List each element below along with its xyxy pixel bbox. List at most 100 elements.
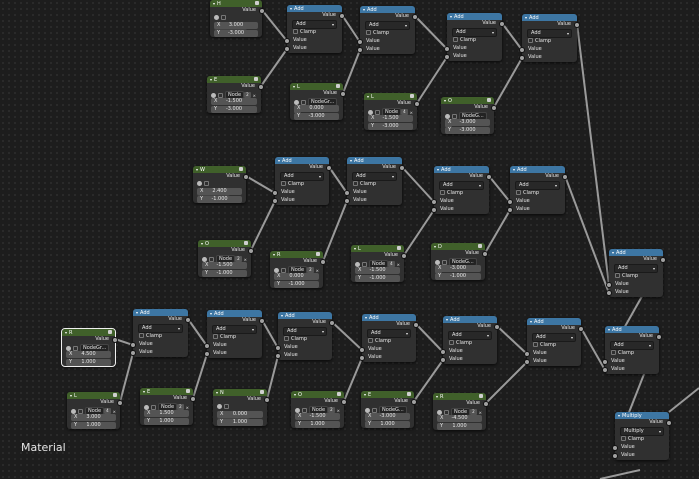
- node-group-selector[interactable]: NodeG...2⨯: [365, 406, 410, 421]
- node-group-selector[interactable]: NodeGr...4⨯: [294, 98, 339, 113]
- node-group-selector[interactable]: NodeGro...⨯: [214, 15, 258, 30]
- output-socket[interactable]: [660, 257, 666, 263]
- operation-dropdown[interactable]: Add▾: [532, 333, 576, 342]
- link-m3-m4[interactable]: [501, 22, 523, 51]
- unlink-icon[interactable]: ⨯: [315, 267, 319, 273]
- operation-dropdown[interactable]: Add▾: [352, 172, 397, 181]
- clamp-row[interactable]: Clamp: [347, 181, 402, 189]
- fake-user-checkbox[interactable]: [151, 404, 156, 410]
- collapse-arrow-icon[interactable]: ▾: [444, 98, 447, 103]
- output-socket[interactable]: [341, 399, 347, 405]
- node-header[interactable]: ▾L: [67, 392, 120, 399]
- collapse-arrow-icon[interactable]: ▾: [450, 14, 453, 19]
- operation-dropdown[interactable]: Add▾: [283, 327, 327, 336]
- link-m1-m2[interactable]: [341, 14, 361, 43]
- output-socket[interactable]: [482, 251, 488, 257]
- input-socket[interactable]: [357, 47, 363, 53]
- field-x[interactable]: X-3.000: [445, 119, 490, 126]
- input-socket[interactable]: [507, 207, 513, 213]
- output-socket[interactable]: [329, 320, 335, 326]
- output-socket[interactable]: [401, 253, 407, 259]
- collapse-arrow-icon[interactable]: ▾: [196, 167, 199, 172]
- output-socket[interactable]: [326, 165, 332, 171]
- collapse-arrow-icon[interactable]: ▾: [281, 313, 284, 318]
- link-offscreen-1[interactable]: [599, 469, 641, 479]
- fake-user-checkbox[interactable]: [224, 404, 229, 409]
- clamp-row[interactable]: Clamp: [362, 338, 416, 346]
- clamp-row[interactable]: Clamp: [605, 350, 659, 358]
- link-v-r3-m15[interactable]: [485, 361, 528, 404]
- node-header[interactable]: ▾E: [361, 391, 414, 398]
- fake-user-checkbox[interactable]: [218, 92, 223, 98]
- input-socket[interactable]: [524, 351, 530, 357]
- field-x[interactable]: X-1.500: [368, 115, 413, 122]
- input-socket[interactable]: [359, 347, 365, 353]
- unlink-icon[interactable]: ⨯: [396, 261, 400, 267]
- operation-dropdown[interactable]: Add▾: [138, 324, 183, 333]
- node-header[interactable]: ▾Add: [133, 309, 188, 316]
- field-y[interactable]: Y-1.000: [197, 196, 242, 203]
- field-y[interactable]: Y-3.000: [445, 127, 490, 134]
- node-header[interactable]: ▾O: [291, 391, 344, 398]
- field-y[interactable]: Y-3.000: [211, 106, 257, 113]
- collapse-arrow-icon[interactable]: ▾: [365, 315, 368, 320]
- input-socket[interactable]: [344, 190, 350, 196]
- link-m5-m6[interactable]: [328, 166, 348, 194]
- field-y[interactable]: Y-1.000: [274, 281, 319, 288]
- input-socket[interactable]: [275, 353, 281, 359]
- node-header[interactable]: ▾Multiply: [615, 412, 669, 419]
- collapse-arrow-icon[interactable]: ▾: [143, 389, 146, 394]
- clamp-row[interactable]: Clamp: [447, 37, 502, 45]
- link-m15-m16[interactable]: [580, 327, 606, 371]
- input-socket[interactable]: [130, 350, 136, 356]
- field-x[interactable]: X-1.500: [202, 262, 247, 269]
- link-v-o2-m5[interactable]: [250, 200, 276, 251]
- field-x[interactable]: X-1.500: [295, 413, 340, 420]
- output-socket[interactable]: [248, 248, 254, 254]
- operation-dropdown[interactable]: Add▾: [365, 21, 410, 30]
- input-socket[interactable]: [440, 349, 446, 355]
- node-header[interactable]: ▾R: [270, 251, 323, 258]
- input-socket[interactable]: [275, 345, 281, 351]
- field-x[interactable]: X-1.500: [211, 98, 257, 105]
- node-header[interactable]: ▾Add: [434, 166, 489, 173]
- clamp-row[interactable]: Clamp: [133, 333, 188, 341]
- operation-dropdown[interactable]: Add▾: [515, 181, 560, 190]
- operation-dropdown[interactable]: Add▾: [614, 264, 658, 273]
- collapse-arrow-icon[interactable]: ▾: [293, 84, 296, 89]
- collapse-arrow-icon[interactable]: ▾: [70, 393, 73, 398]
- operation-dropdown[interactable]: Add▾: [212, 325, 257, 334]
- input-socket[interactable]: [431, 207, 437, 213]
- node-header[interactable]: ▾L: [290, 83, 343, 90]
- input-socket[interactable]: [359, 355, 365, 361]
- field-y[interactable]: Y-1.000: [202, 270, 247, 277]
- input-socket[interactable]: [507, 199, 513, 205]
- operation-dropdown[interactable]: Add▾: [527, 29, 572, 38]
- output-socket[interactable]: [494, 324, 500, 330]
- node-header[interactable]: ▾O: [441, 97, 494, 104]
- collapse-arrow-icon[interactable]: ▾: [354, 246, 357, 251]
- clamp-checkbox[interactable]: [516, 190, 521, 195]
- clamp-checkbox[interactable]: [293, 29, 298, 34]
- output-socket[interactable]: [578, 326, 584, 332]
- node-header[interactable]: ▾Add: [447, 13, 502, 20]
- clamp-row[interactable]: Clamp: [207, 334, 262, 342]
- link-m13-m14[interactable]: [415, 323, 444, 353]
- node-header[interactable]: ▾E: [140, 388, 193, 395]
